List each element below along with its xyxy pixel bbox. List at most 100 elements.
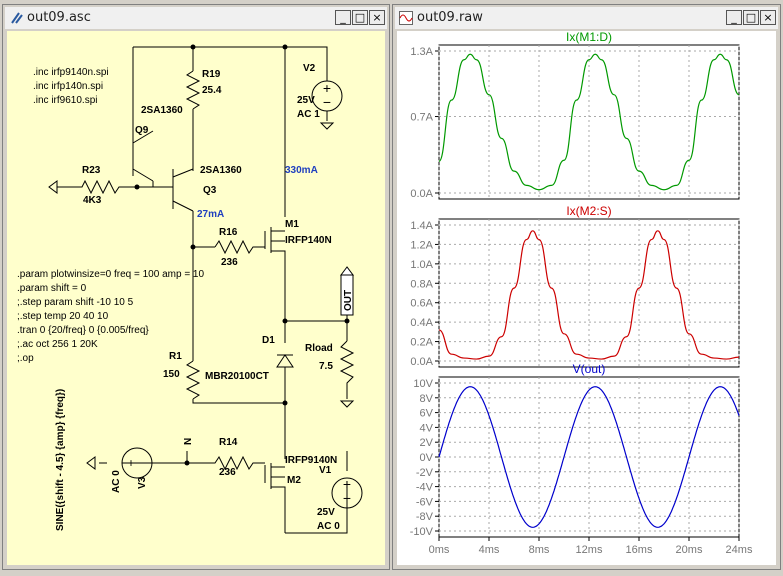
waveform-title: out09.raw: [417, 10, 483, 25]
trace-line: [438, 386, 740, 528]
waveform-maximize-button[interactable]: □: [743, 10, 759, 25]
directive-line: .param shift = 0: [17, 283, 87, 294]
directive-line: ;.step temp 20 40 10: [17, 311, 109, 322]
q3-name[interactable]: Q3: [203, 185, 217, 196]
schematic-close-button[interactable]: ×: [369, 10, 385, 25]
y-tick-label: 0.0A: [410, 356, 433, 368]
m1-name[interactable]: M1: [285, 219, 299, 230]
svg-text:−: −: [323, 94, 331, 110]
spice-directives: .inc irfp9140n.spi .inc irfp140n.spi .in…: [17, 67, 204, 364]
x-tick-label: 8ms: [529, 544, 550, 556]
rload-name[interactable]: Rload: [305, 343, 333, 354]
y-tick-label: 0V: [420, 452, 434, 464]
trace-line: [438, 230, 740, 360]
plot-pane-frame: [438, 218, 740, 368]
r14-name[interactable]: R14: [219, 437, 238, 448]
r19-value[interactable]: 25.4: [202, 85, 222, 96]
x-tick-label: 16ms: [626, 544, 653, 556]
waveform-titlebar[interactable]: out09.raw _ □ ×: [395, 7, 778, 29]
d1-model[interactable]: MBR20100CT: [205, 371, 269, 382]
d1-name[interactable]: D1: [262, 335, 275, 346]
y-tick-label: 0.2A: [410, 337, 433, 349]
r23-name[interactable]: R23: [82, 165, 101, 176]
directive-line: ;.op: [17, 353, 34, 364]
v3-ac[interactable]: AC 0: [111, 470, 122, 493]
x-tick-label: 20ms: [676, 544, 703, 556]
v2-source-symbol[interactable]: [311, 80, 343, 112]
m1-model[interactable]: IRFP140N: [285, 235, 332, 246]
schematic-wires: [48, 46, 355, 534]
svg-text:−: −: [343, 490, 351, 506]
y-tick-label: 0.7A: [410, 112, 433, 124]
waveform-close-button[interactable]: ×: [760, 10, 776, 25]
waveform-icon: [399, 11, 413, 25]
svg-text:+: +: [323, 80, 331, 96]
directive-line: .inc irfp9140n.spi: [33, 67, 109, 78]
v2-value[interactable]: 25V: [297, 95, 315, 106]
schematic-canvas[interactable]: + − + − + − .inc irfp9140n.spi .inc irfp…: [7, 31, 385, 565]
directive-line: .inc irfp140n.spi: [33, 81, 103, 92]
directive-line: ;.ac oct 256 1 20K: [17, 339, 98, 350]
q3-model[interactable]: 2SA1360: [200, 165, 242, 176]
y-tick-label: 1.2A: [410, 239, 433, 251]
m2-name[interactable]: M2: [287, 475, 301, 486]
r1-name[interactable]: R1: [169, 351, 182, 362]
y-tick-label: 4V: [420, 422, 434, 434]
x-tick-label: 0ms: [429, 544, 450, 556]
r16-value[interactable]: 236: [221, 257, 238, 268]
y-tick-label: 0.8A: [410, 278, 433, 290]
svg-text:+: +: [343, 476, 351, 492]
schematic-titlebar[interactable]: out09.asc _ □ ×: [5, 7, 387, 29]
q9-name[interactable]: Q9: [135, 125, 149, 136]
y-tick-label: -4V: [416, 482, 434, 494]
pane-trace-title: V(out): [573, 362, 606, 376]
svg-text:−: −: [140, 456, 147, 470]
m2-model[interactable]: IRFP9140N: [285, 455, 337, 466]
waveform-minimize-button[interactable]: _: [726, 10, 742, 25]
v3-sine-spec[interactable]: SINE({shift - 4.5} {amp} {freq}): [55, 389, 66, 531]
r16-name[interactable]: R16: [219, 227, 238, 238]
schematic-maximize-button[interactable]: □: [352, 10, 368, 25]
y-tick-label: 8V: [420, 393, 434, 405]
r14-value[interactable]: 236: [219, 467, 236, 478]
v2-ac[interactable]: AC 1: [297, 109, 320, 120]
v1-name[interactable]: V1: [319, 465, 332, 476]
waveform-canvas[interactable]: Ix(M1:D) 1.3A 0.7A 0.0A Ix(M2:S) 1.4A 1.2A 1.0A…: [397, 30, 776, 565]
r1-value[interactable]: 150: [163, 369, 180, 380]
schematic-window[interactable]: out09.asc _ □ ×: [2, 4, 390, 570]
junction-dots: [134, 44, 350, 466]
directive-line: .tran 0 {20/freq} 0 {0.005/freq}: [17, 325, 149, 336]
q9-model[interactable]: 2SA1360: [141, 105, 183, 116]
out-net-label: OUT: [343, 290, 354, 311]
y-tick-label: -10V: [410, 526, 434, 538]
v1-value[interactable]: 25V: [317, 507, 335, 518]
r19-name[interactable]: R19: [202, 69, 221, 80]
pane-trace-title: Ix(M2:S): [566, 204, 611, 218]
v1-source-symbol[interactable]: [331, 477, 363, 509]
y-tick-label: -6V: [416, 496, 434, 508]
y-tick-label: 0.6A: [410, 298, 433, 310]
v3-source-symbol[interactable]: [121, 447, 153, 479]
n-net-label: N: [183, 438, 194, 445]
schematic-drawing[interactable]: + − + − + − .inc irfp9140n.spi .inc irfp…: [7, 31, 385, 565]
directive-line: .param plotwinsize=0 freq = 100 amp = 10: [17, 269, 204, 280]
q3-current-annotation: 27mA: [197, 209, 224, 220]
directive-line: ;.step param shift -10 10 5: [17, 297, 134, 308]
y-tick-label: 1.0A: [410, 259, 433, 271]
directive-line: .inc irf9610.spi: [33, 95, 97, 106]
v2-name[interactable]: V2: [303, 63, 316, 74]
y-tick-label: 0.4A: [410, 317, 433, 329]
rload-value[interactable]: 7.5: [319, 361, 333, 372]
v1-ac[interactable]: AC 0: [317, 521, 340, 532]
x-tick-label: 24ms: [726, 544, 753, 556]
pane-trace-title: Ix(M1:D): [566, 31, 612, 44]
x-tick-label: 12ms: [576, 544, 603, 556]
r23-value[interactable]: 4K3: [83, 195, 102, 206]
schematic-minimize-button[interactable]: _: [335, 10, 351, 25]
waveform-plot-area[interactable]: Ix(M1:D) 1.3A 0.7A 0.0A Ix(M2:S) 1.4A 1.2A 1.0A…: [397, 30, 776, 565]
y-tick-label: -2V: [416, 467, 434, 479]
y-tick-label: 1.4A: [410, 220, 433, 232]
v3-name[interactable]: V3: [137, 476, 148, 489]
y-tick-label: 1.3A: [410, 46, 433, 58]
